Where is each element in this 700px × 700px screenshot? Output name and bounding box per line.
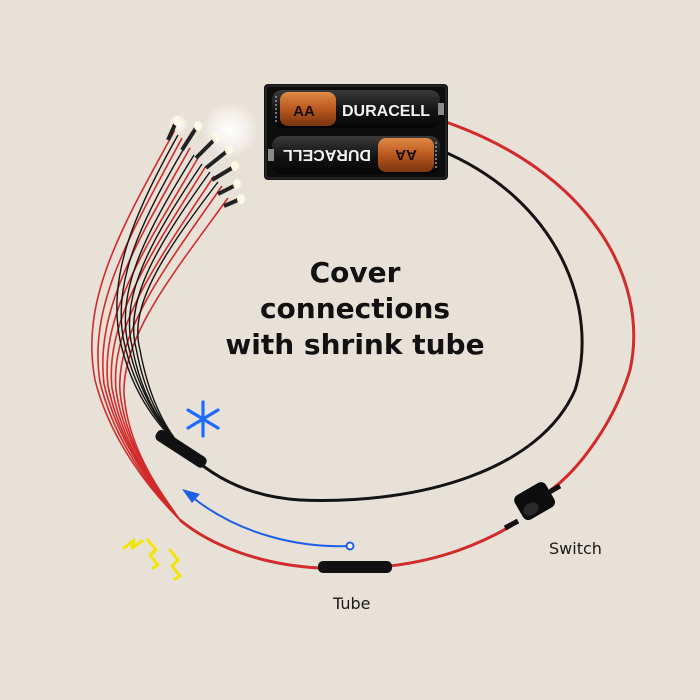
switch-device <box>503 482 562 531</box>
headline-line-2: connections <box>259 292 451 325</box>
led-red-wire-bundle <box>91 129 229 521</box>
led-bulbs <box>166 102 258 208</box>
main-black-wire <box>188 148 584 502</box>
shrink-tube-red-wire <box>318 561 392 573</box>
tube-label: Tube <box>333 594 371 613</box>
led-black-wire-bundle <box>116 134 219 456</box>
headline-text: Cover connections with shrink tube <box>200 255 510 363</box>
shrink-tube-black-wire <box>155 429 207 468</box>
spark-icon <box>122 538 182 581</box>
snowflake-icon <box>186 400 220 438</box>
battery-top-brand: DURACELL <box>342 103 430 120</box>
headline-line-3: with shrink tube <box>225 328 485 361</box>
battery-bottom-cell-type: AA <box>395 146 417 163</box>
switch-label: Switch <box>549 539 602 558</box>
battery-holder <box>264 84 448 180</box>
arrow-icon <box>182 489 355 551</box>
headline-line-1: Cover <box>309 256 401 289</box>
main-red-wire-upper <box>439 118 636 494</box>
battery-bottom-brand: DURACELL <box>283 146 371 163</box>
battery-top-cell-type: AA <box>293 103 315 120</box>
